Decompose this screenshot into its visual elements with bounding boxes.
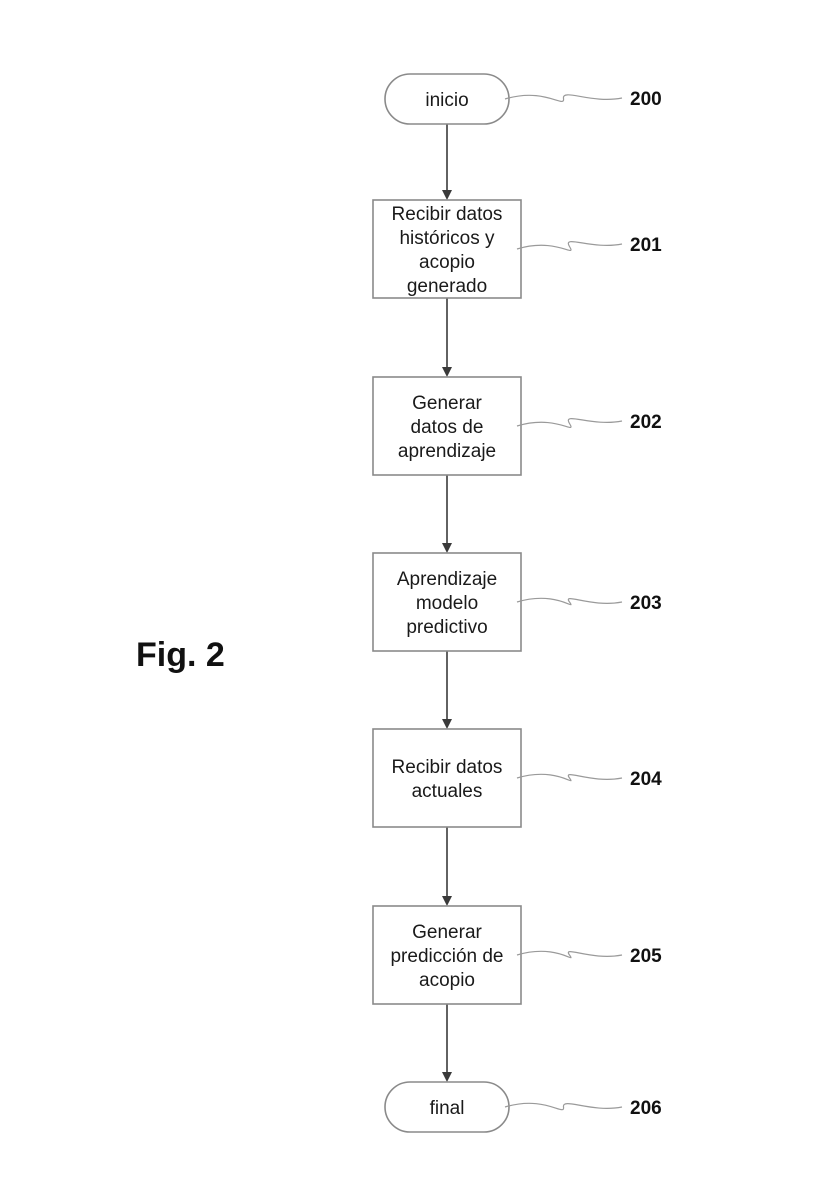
reference-leader-line <box>504 94 623 103</box>
reference-leader-line <box>516 418 623 429</box>
flow-arrow <box>442 651 452 729</box>
flow-arrow <box>442 827 452 906</box>
flow-step-204: Recibir datos actuales <box>372 728 522 828</box>
arrow-head <box>442 719 452 729</box>
flow-step-205: Generar predicción de acopio <box>372 905 522 1005</box>
flow-arrow <box>442 298 452 377</box>
flow-step-201: Recibir datos históricos y acopio generado <box>372 199 522 299</box>
arrow-head <box>442 896 452 906</box>
reference-leader-line <box>504 1102 623 1111</box>
reference-number: 203 <box>630 593 662 614</box>
reference-number: 205 <box>630 946 662 967</box>
step-label-line: actuales <box>412 781 483 802</box>
reference-number: 201 <box>630 235 662 256</box>
step-label-line: generado <box>407 276 487 297</box>
reference-leader-line <box>516 773 623 782</box>
reference-number: 206 <box>630 1098 662 1119</box>
flow-arrow <box>442 124 452 200</box>
step-label-line: predictivo <box>406 617 487 638</box>
step-label-line: Generar <box>412 393 482 414</box>
process-box <box>372 376 522 476</box>
reference-number: 200 <box>630 89 662 110</box>
reference-leader-line <box>516 241 623 252</box>
terminal-shape <box>384 1081 510 1133</box>
reference-leaders: 200 201 202 203 204 205 206 <box>504 89 662 1119</box>
step-label-line: aprendizaje <box>398 441 496 462</box>
step-label-line: inicio <box>425 90 468 111</box>
flow-step-202: Generar datos de aprendizaje <box>372 376 522 476</box>
flow-step-206: final <box>384 1081 510 1133</box>
step-label-line: acopio <box>419 970 475 991</box>
arrow-head <box>442 1072 452 1082</box>
process-box <box>372 199 522 299</box>
process-box <box>372 728 522 828</box>
arrow-head <box>442 543 452 553</box>
process-box <box>372 905 522 1005</box>
step-label-line: acopio <box>419 252 475 273</box>
arrow-head <box>442 190 452 200</box>
flow-step-200: inicio <box>384 73 510 125</box>
arrow-head <box>442 367 452 377</box>
reference-leader-line <box>516 597 623 606</box>
flow-step-203: Aprendizaje modelo predictivo <box>372 552 522 652</box>
process-box <box>372 552 522 652</box>
reference-number: 204 <box>630 769 662 790</box>
step-label-line: datos de <box>411 417 484 438</box>
step-label-line: predicción de <box>390 946 503 967</box>
flow-arrow <box>442 475 452 553</box>
step-label-line: Aprendizaje <box>397 569 497 590</box>
figure-label: Fig. 2 <box>136 636 225 674</box>
step-label-line: Recibir datos <box>392 757 503 778</box>
flow-arrow <box>442 1004 452 1082</box>
flow-connectors <box>442 124 452 1082</box>
reference-number: 202 <box>630 412 662 433</box>
step-label-line: Recibir datos <box>392 204 503 225</box>
step-label-line: históricos y <box>399 228 495 249</box>
step-label-line: final <box>430 1098 465 1119</box>
terminal-shape <box>384 73 510 125</box>
reference-leader-line <box>516 950 623 959</box>
step-label-line: Generar <box>412 922 482 943</box>
step-label-line: modelo <box>416 593 478 614</box>
